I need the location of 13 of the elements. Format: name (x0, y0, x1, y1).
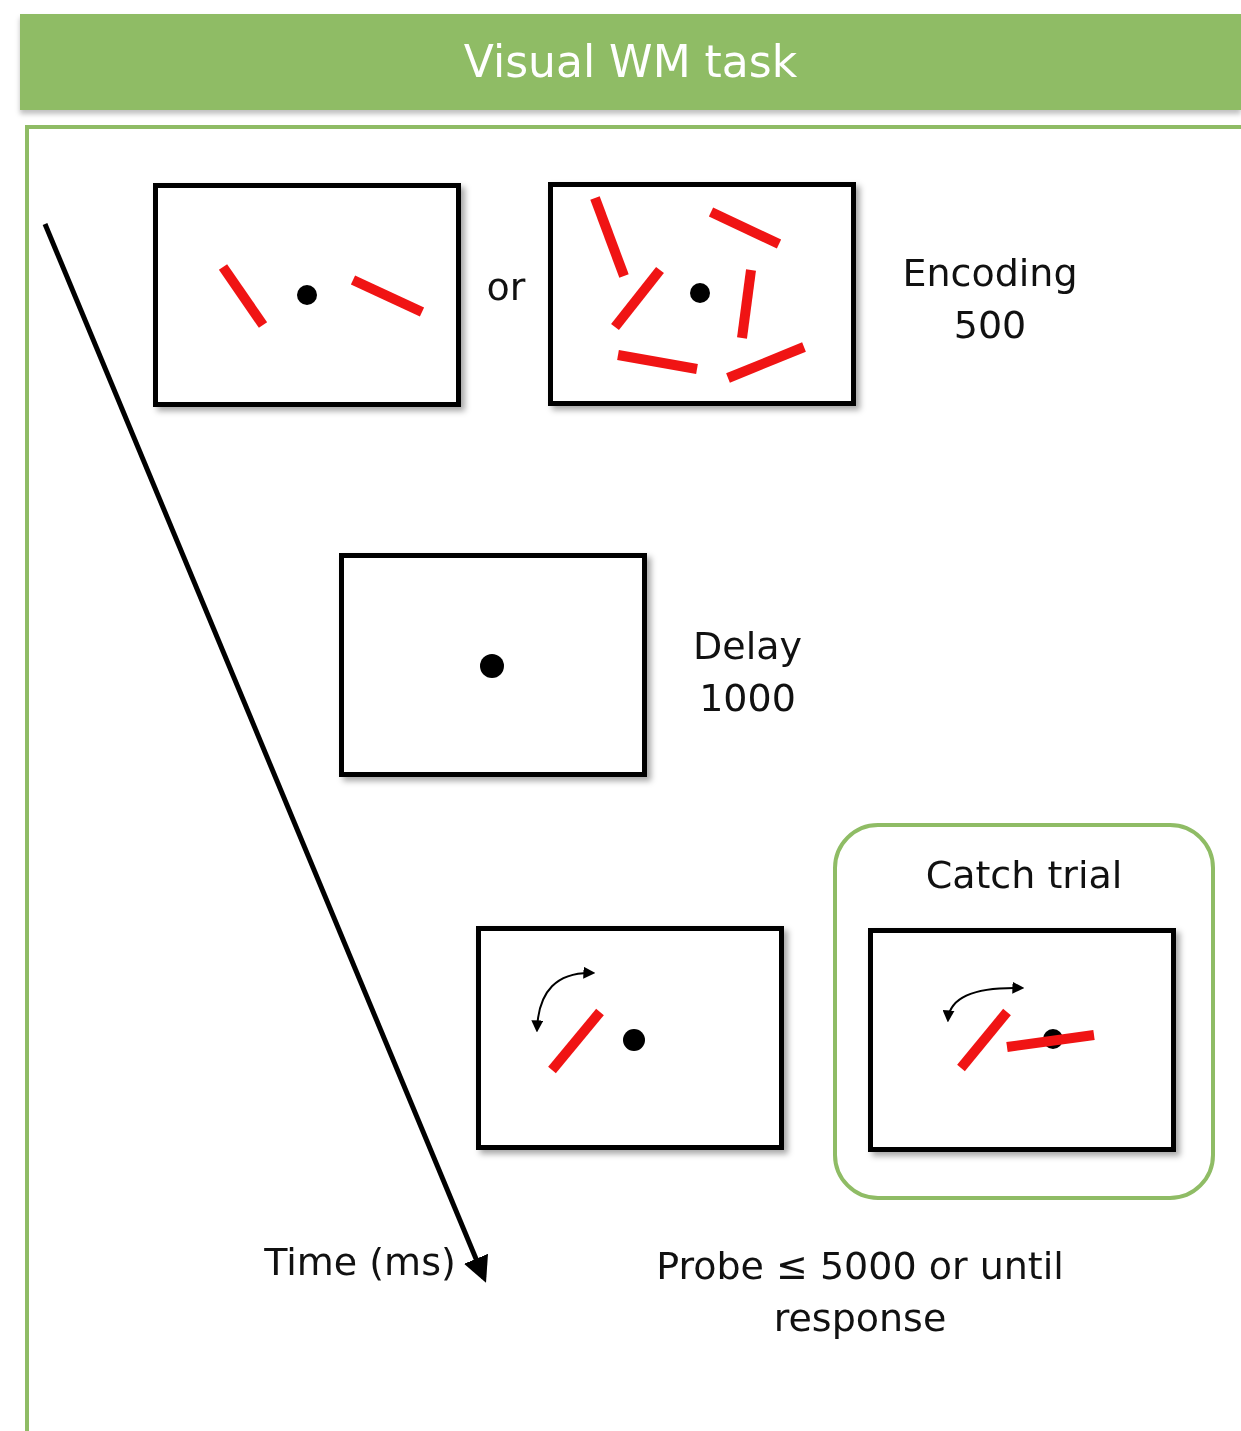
stimulus-screen (868, 928, 1176, 1152)
stimulus-screen (153, 183, 461, 407)
stimulus-screen (339, 553, 647, 777)
stimulus-screen (476, 926, 784, 1150)
stimulus-screen (548, 182, 856, 406)
connector-word: or (485, 264, 527, 311)
panel-heading: Catch trial (924, 852, 1124, 899)
catch-trial-panel (833, 823, 1215, 1200)
phase-label: Delay 1000 (692, 623, 803, 722)
phase-label: Encoding 500 (901, 250, 1079, 349)
phase-label: Probe ≤ 5000 or until response (655, 1243, 1065, 1342)
title-banner: Visual WM task (20, 14, 1241, 110)
axis-label: Time (ms) (263, 1239, 457, 1286)
